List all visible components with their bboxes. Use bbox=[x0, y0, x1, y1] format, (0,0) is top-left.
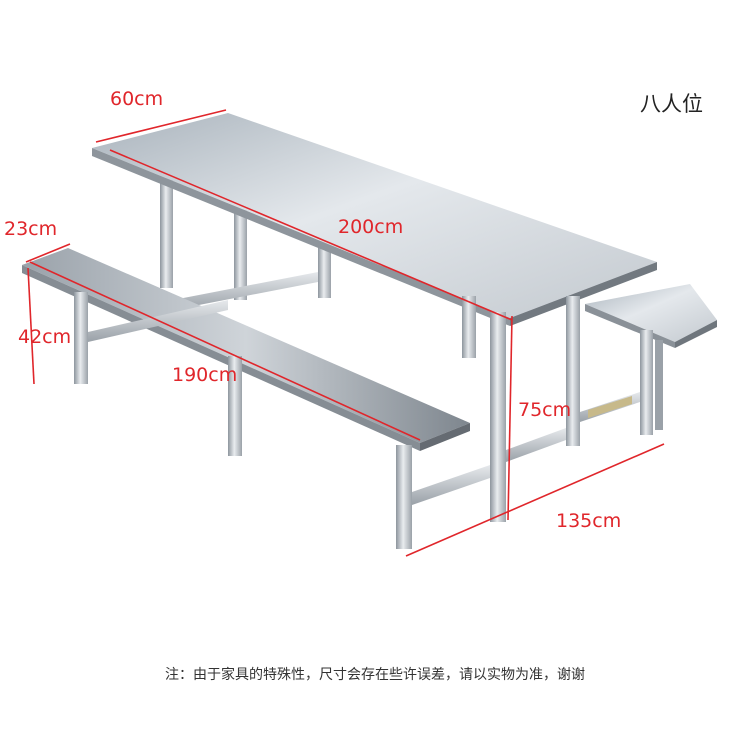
near-bench-mid-leg bbox=[228, 356, 242, 456]
dim-label-bench-length: 190cm bbox=[172, 364, 238, 386]
dim-label-bench-depth: 23cm bbox=[4, 218, 58, 240]
seat-count-label: 八人位 bbox=[640, 92, 703, 116]
lower-rail bbox=[506, 428, 566, 462]
front-rail bbox=[412, 465, 490, 505]
back-left-inner-leg bbox=[234, 210, 247, 300]
nameplate bbox=[588, 396, 632, 418]
back-rail bbox=[173, 272, 318, 310]
near-bench-top bbox=[22, 248, 470, 443]
dim-label-table-length: 200cm bbox=[338, 216, 404, 238]
dim-line-75 bbox=[507, 315, 513, 521]
back-frame bbox=[160, 178, 331, 310]
dim-label-overall-width: 135cm bbox=[556, 510, 622, 532]
back-left-leg bbox=[160, 178, 173, 288]
dim-label-table-depth: 60cm bbox=[110, 88, 164, 110]
table-top bbox=[92, 113, 657, 326]
table-top-surface bbox=[92, 113, 657, 318]
far-bench bbox=[585, 284, 717, 435]
dim-line-190 bbox=[29, 261, 421, 441]
front-right-leg bbox=[490, 312, 506, 522]
dim-label-table-height: 75cm bbox=[518, 399, 572, 421]
far-bench-top bbox=[585, 284, 717, 342]
mid-leg bbox=[462, 296, 476, 358]
far-bench-leg bbox=[640, 330, 653, 435]
dim-line-60 bbox=[95, 109, 227, 143]
dim-label-bench-height: 42cm bbox=[18, 326, 72, 348]
dim-line-135 bbox=[405, 443, 665, 557]
dimension-lines bbox=[25, 109, 665, 557]
near-bench-left-leg bbox=[74, 292, 88, 384]
dim-line-23 bbox=[25, 243, 71, 263]
disclaimer-note: 注：由于家具的特殊性，尺寸会存在些许误差，请以实物为准，谢谢 bbox=[165, 667, 585, 683]
back-right-leg bbox=[318, 246, 331, 298]
dim-line-200 bbox=[109, 149, 513, 321]
dim-line-42 bbox=[27, 267, 35, 385]
right-frame bbox=[462, 296, 640, 522]
near-bench-right-leg bbox=[396, 445, 412, 549]
rear-right-leg bbox=[566, 296, 580, 446]
